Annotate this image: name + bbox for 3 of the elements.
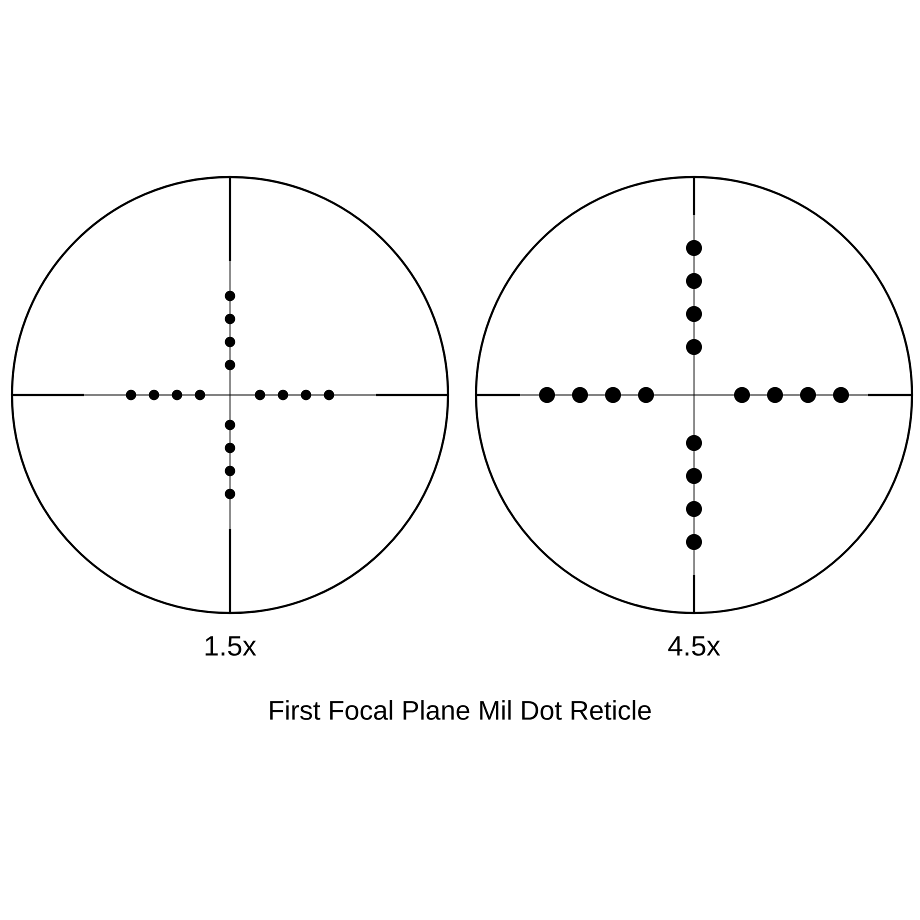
caption: First Focal Plane Mil Dot Reticle: [270, 700, 651, 720]
magnification-label: 1.5x: [206, 636, 256, 656]
magnification-label: 4.5x: [668, 636, 720, 656]
